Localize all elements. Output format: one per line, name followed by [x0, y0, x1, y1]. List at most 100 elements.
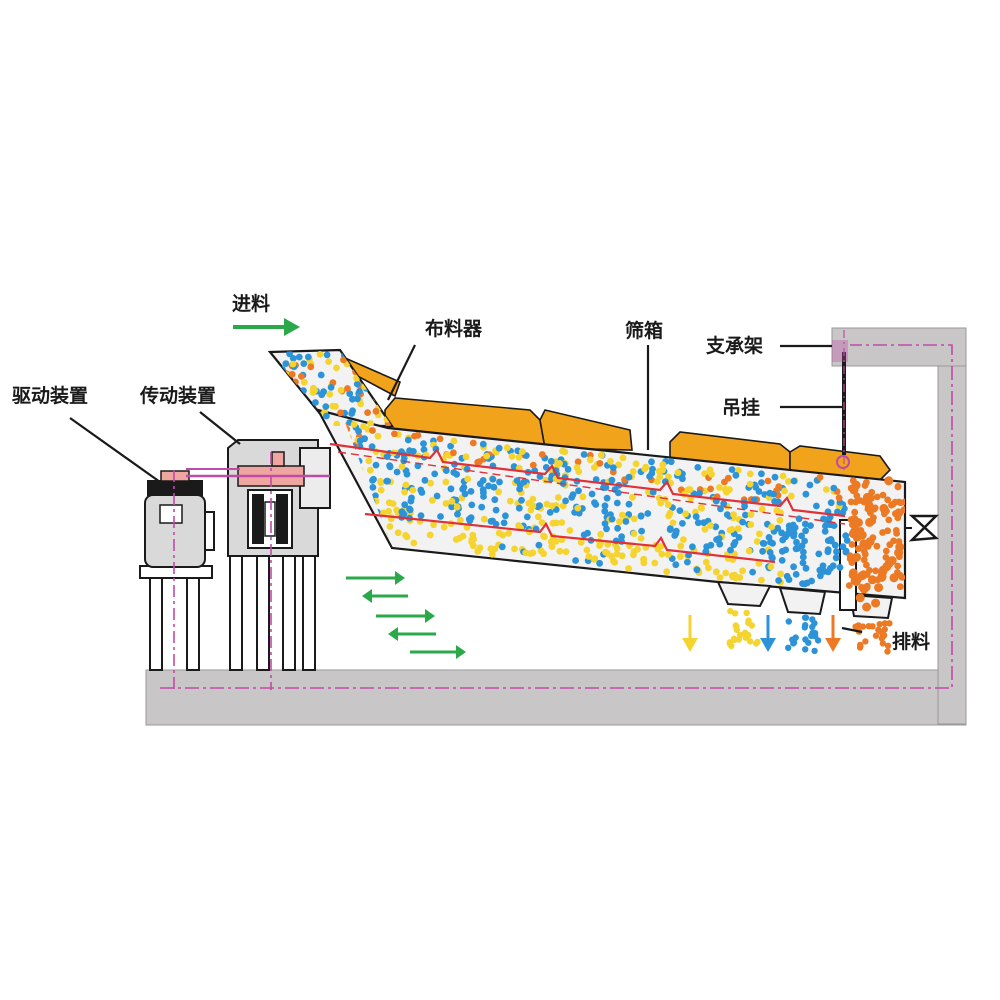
- label-distributor: 布料器: [425, 317, 483, 340]
- particle: [677, 553, 684, 560]
- particle: [374, 432, 382, 440]
- particle: [568, 493, 576, 501]
- particle: [409, 486, 417, 494]
- particle: [380, 509, 387, 517]
- particle: [452, 536, 460, 543]
- particle: [349, 497, 357, 505]
- particle: [474, 458, 482, 466]
- particle: [642, 463, 650, 471]
- particle: [411, 432, 418, 440]
- particle: [575, 487, 582, 495]
- particle: [355, 427, 362, 435]
- particle: [603, 494, 611, 502]
- particle: [855, 545, 862, 552]
- particle: [485, 482, 492, 490]
- particle: [848, 541, 856, 548]
- particle: [427, 479, 434, 487]
- particle: [442, 467, 450, 474]
- particle: [769, 540, 776, 547]
- particle: [307, 363, 315, 371]
- particle: [383, 453, 391, 460]
- trans-leg-4: [302, 554, 316, 671]
- particle: [741, 502, 748, 510]
- particle: [806, 481, 814, 489]
- particle: [781, 487, 788, 495]
- falling-particle: [867, 575, 877, 585]
- particle: [573, 464, 581, 471]
- particle: [644, 510, 652, 517]
- particle: [607, 457, 614, 465]
- particle: [505, 529, 512, 537]
- vibration-arrows: [346, 571, 466, 659]
- particle: [343, 507, 351, 515]
- particle: [337, 386, 345, 394]
- particle: [656, 473, 664, 481]
- particle: [362, 524, 370, 531]
- particle: [377, 479, 385, 487]
- drive-leg-left: [149, 574, 163, 671]
- falling-particle: [811, 647, 818, 655]
- trans-housing-right: [299, 447, 331, 509]
- label-transmission: 传动装置: [139, 384, 216, 407]
- falling-particle: [851, 480, 861, 490]
- particle: [816, 473, 824, 481]
- particle: [430, 521, 437, 529]
- particle: [320, 388, 327, 396]
- particle: [398, 463, 406, 470]
- particle: [601, 520, 609, 527]
- leader-lines: [69, 344, 863, 634]
- particle: [615, 461, 622, 469]
- particle: [800, 548, 807, 556]
- particle: [825, 515, 833, 523]
- falling-particle: [856, 644, 864, 651]
- falling-particle: [785, 644, 792, 651]
- particle: [280, 379, 288, 386]
- particle: [345, 477, 353, 484]
- particle: [352, 506, 359, 514]
- particle: [294, 409, 301, 416]
- particle: [799, 559, 807, 567]
- particle: [429, 496, 436, 504]
- particle: [654, 545, 662, 553]
- particle: [478, 503, 486, 511]
- particle: [348, 410, 356, 417]
- hanger-bracket: [832, 340, 848, 362]
- falling-particle: [879, 633, 886, 641]
- particle: [720, 500, 728, 508]
- particle: [274, 379, 282, 387]
- particle: [779, 536, 787, 544]
- particle: [538, 519, 546, 526]
- particle: [851, 508, 859, 516]
- falling-particle: [887, 556, 897, 566]
- particle: [518, 448, 526, 455]
- particle: [495, 529, 503, 537]
- particle: [779, 472, 787, 480]
- particle: [354, 395, 361, 403]
- particle: [787, 492, 795, 500]
- particle: [323, 351, 331, 359]
- particle: [365, 518, 372, 525]
- particle: [281, 385, 289, 392]
- particle: [552, 538, 560, 545]
- particle: [421, 476, 429, 484]
- particle: [366, 466, 374, 474]
- falling-particle: [864, 501, 874, 511]
- particle: [625, 473, 633, 481]
- particle: [408, 494, 415, 502]
- particle: [350, 511, 358, 519]
- particle: [836, 564, 844, 571]
- falling-particle: [855, 622, 862, 629]
- particle: [873, 493, 881, 501]
- particle: [697, 504, 705, 511]
- particle: [665, 473, 672, 481]
- falling-particle: [812, 633, 819, 640]
- particle: [689, 543, 696, 551]
- particle: [459, 532, 467, 540]
- particle: [716, 484, 723, 491]
- particle: [522, 549, 530, 557]
- falling-particle: [859, 584, 869, 594]
- particle: [564, 465, 572, 473]
- particle: [792, 545, 800, 553]
- particle: [289, 355, 297, 362]
- particle: [727, 546, 734, 554]
